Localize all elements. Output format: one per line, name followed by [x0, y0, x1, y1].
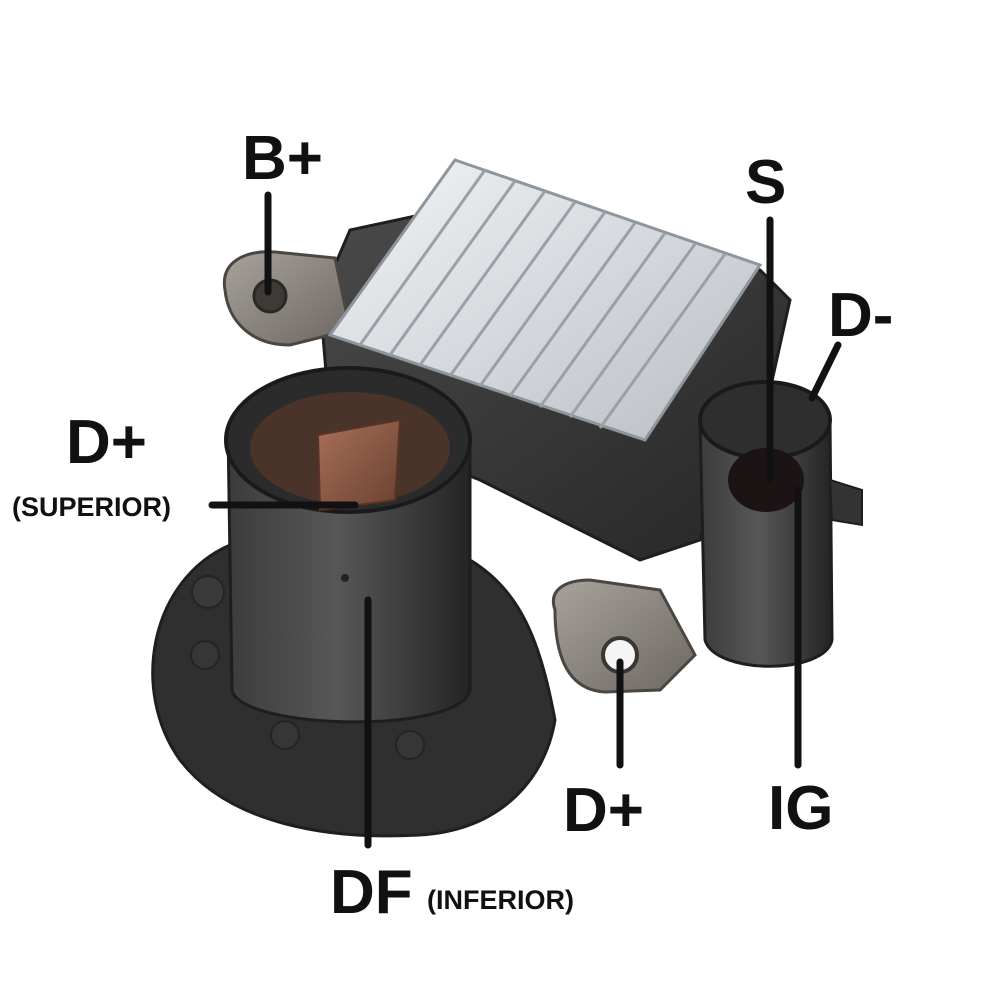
- label-superior: (SUPERIOR): [12, 492, 172, 522]
- leader-line-d-minus: [808, 341, 842, 402]
- label-b-plus: B+: [242, 124, 323, 193]
- label-inferior: (INFERIOR): [427, 885, 574, 915]
- d-plus-terminal-tab: [552, 578, 697, 694]
- carbon-brush: [316, 418, 402, 512]
- flange-rivet: [190, 640, 220, 670]
- label-s: S: [745, 148, 787, 217]
- connector-socket: [728, 448, 804, 512]
- label-ig: IG: [768, 774, 834, 843]
- heatsink-fins: [358, 169, 727, 429]
- label-d-plus-superior: D+: [66, 408, 147, 477]
- flange-rivet: [395, 730, 425, 760]
- label-df: DF: [330, 858, 413, 927]
- label-d-minus: D-: [828, 281, 894, 350]
- flange-rivet: [270, 720, 300, 750]
- heatsink: [327, 158, 763, 442]
- label-d-plus-bottom: D+: [563, 776, 644, 845]
- flange-rivet: [191, 575, 225, 609]
- brush-holder-dot: [341, 574, 349, 582]
- connector-latch: [828, 478, 863, 527]
